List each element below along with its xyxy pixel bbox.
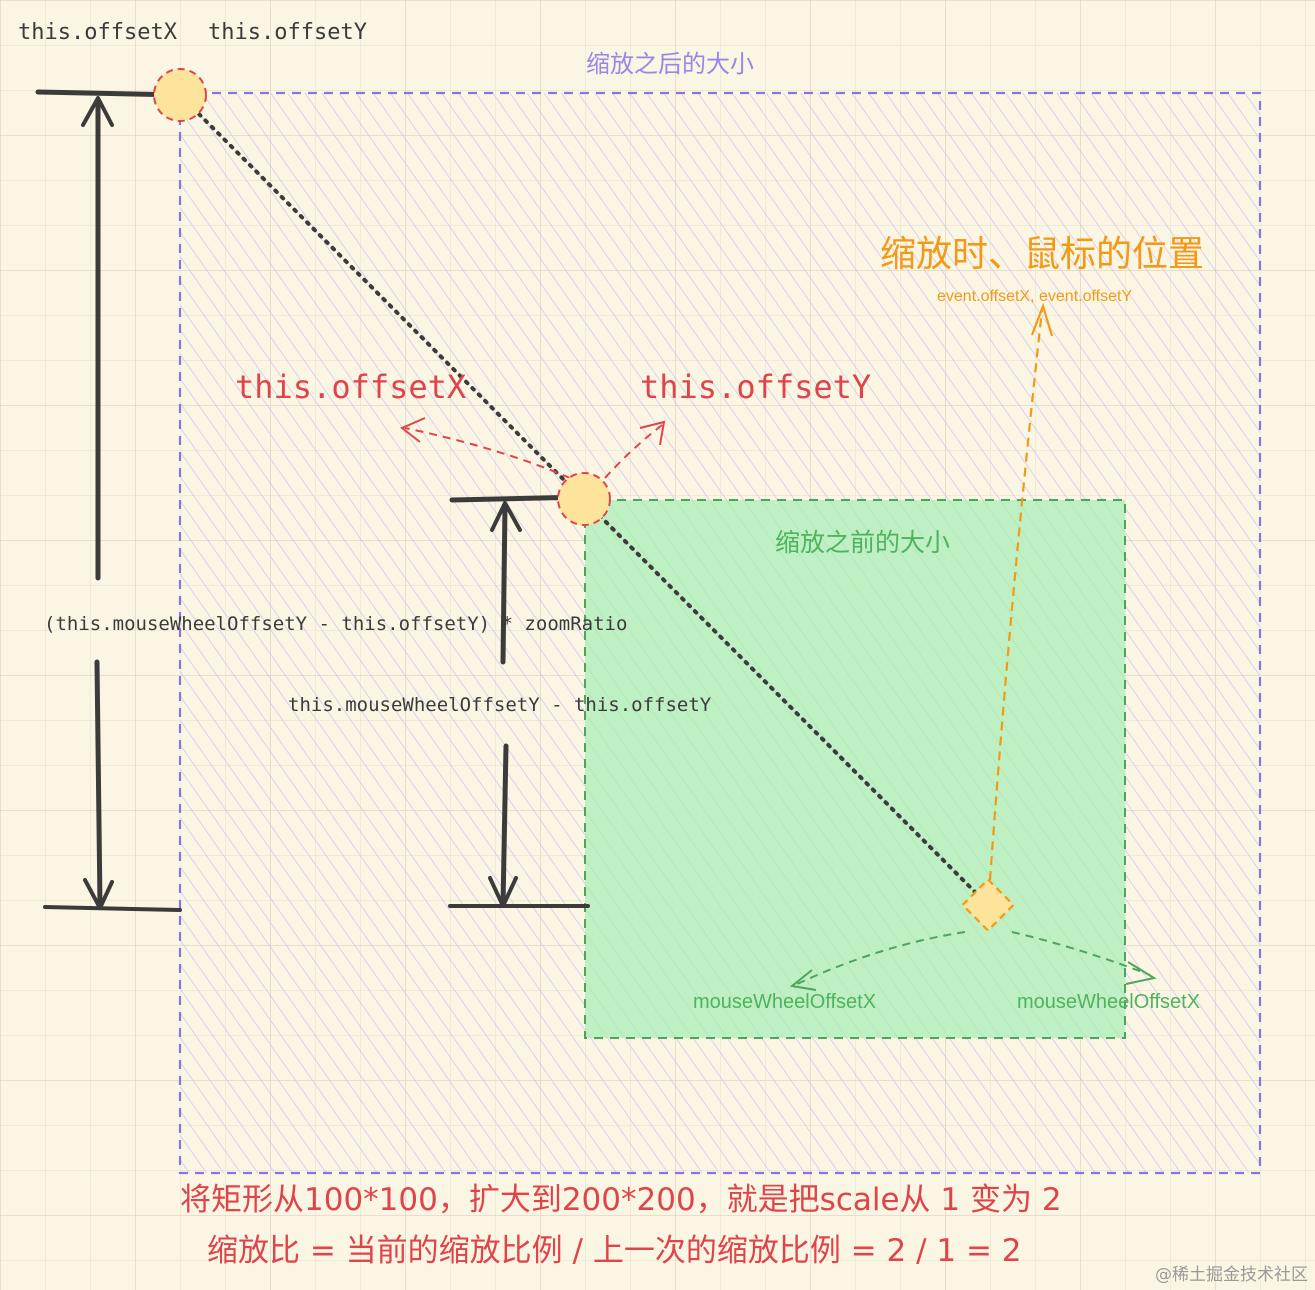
height-formula: this.mouseWheelOffsetY - this.offsetY	[288, 694, 712, 716]
red-offset-y-label: this.offsetY	[640, 368, 871, 406]
after-zoom-size-label: 缩放之后的大小	[586, 50, 754, 78]
point-outer-origin	[153, 68, 207, 122]
note-line-1: 将矩形从100*100，扩大到200*200，就是把scale从 1 变为 2	[180, 1182, 1062, 1218]
before-zoom-rect-border	[584, 499, 1126, 1039]
left-lower-arrow	[94, 659, 103, 908]
mouse-wheel-left-label: mouseWheelOffsetX	[693, 991, 876, 1013]
point-mouse	[960, 877, 1016, 933]
red-arrowhead-offset-y	[639, 420, 666, 446]
left-lower-arrowhead	[83, 878, 114, 910]
orange-arrowhead	[1030, 302, 1054, 337]
green-arrowhead-left	[789, 969, 817, 991]
scaled-height-formula: (this.mouseWheelOffsetY - this.offsetY) …	[44, 613, 627, 635]
red-arrowhead-offset-x	[400, 417, 426, 443]
diagonal-dotted-line	[178, 93, 990, 907]
mouse-wheel-right-label: mouseWheelOffsetX	[1017, 991, 1200, 1013]
left-bottom-tick	[43, 905, 182, 912]
mouse-event-coords: event.offsetX, event.offsetY	[937, 288, 1132, 305]
top-offset-y-label: this.offsetY	[208, 20, 367, 45]
left-upper-arrowhead	[81, 96, 114, 127]
red-offset-x-label: this.offsetX	[235, 368, 466, 406]
red-arrow-offset-y	[604, 424, 663, 479]
green-arrowhead-right	[1125, 961, 1157, 985]
watermark: @稀土掘金技术社区	[1155, 1265, 1308, 1285]
mouse-position-title: 缩放时、鼠标的位置	[880, 234, 1204, 275]
green-arrow-left	[794, 931, 966, 986]
point-inner-origin	[557, 472, 611, 526]
green-arrow-right	[1011, 931, 1151, 976]
top-offset-x-label: this.offsetX	[18, 20, 178, 45]
inner-upper-arrowhead	[490, 501, 522, 532]
red-arrow-offset-x	[404, 427, 571, 479]
inner-lower-arrow	[500, 743, 509, 908]
before-zoom-size-label: 缩放之前的大小	[775, 528, 950, 557]
after-zoom-rect	[178, 91, 1262, 1175]
inner-upper-arrow	[500, 502, 508, 665]
orange-arrow	[988, 309, 1044, 881]
inner-lower-arrowhead	[488, 876, 518, 908]
note-line-2: 缩放比 = 当前的缩放比例 / 上一次的缩放比例 = 2 / 1 = 2	[207, 1233, 1022, 1269]
